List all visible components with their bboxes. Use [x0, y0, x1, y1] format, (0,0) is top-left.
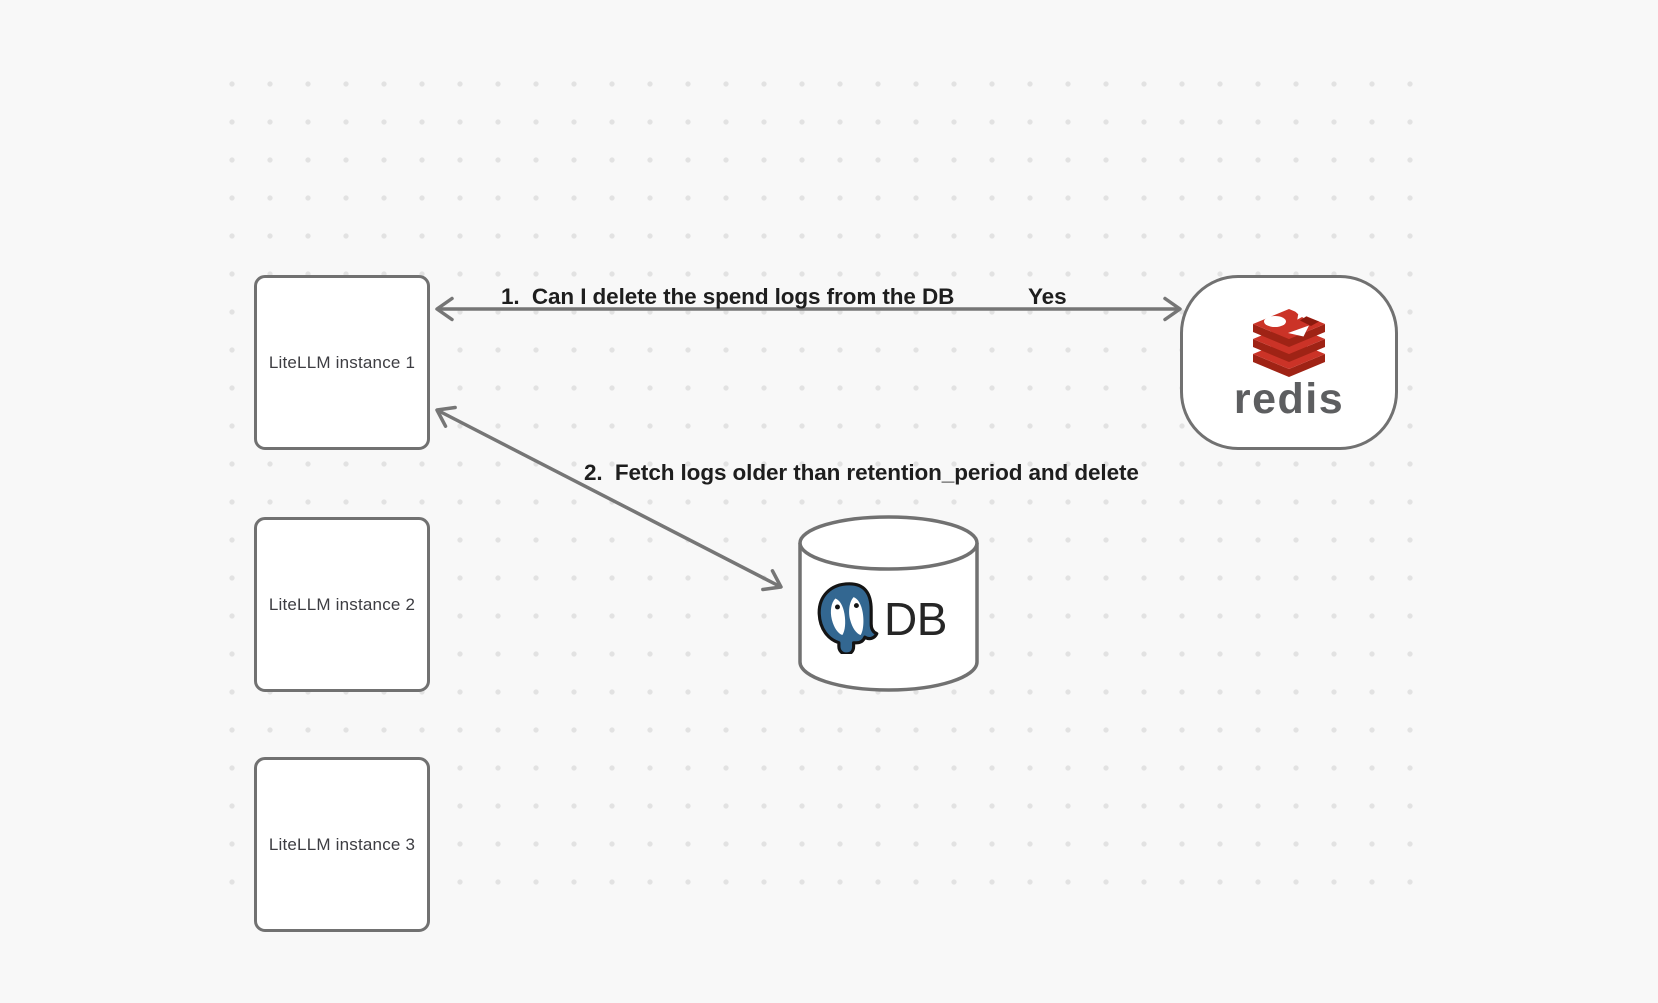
redis-wordmark: redis	[1233, 374, 1345, 423]
db-label: DB	[884, 593, 947, 645]
node-litellm-instance-2[interactable]: LiteLLM instance 2	[254, 517, 430, 692]
node-database[interactable]: DB	[797, 514, 980, 692]
edge2-label[interactable]: 2. Fetch logs older than retention_perio…	[584, 460, 1139, 485]
arrow-instance1-db[interactable]	[435, 405, 783, 592]
edge1-response-label[interactable]: Yes	[1028, 284, 1067, 309]
node-litellm-instance-1[interactable]: LiteLLM instance 1	[254, 275, 430, 450]
node-label: LiteLLM instance 3	[268, 834, 416, 854]
edge1-label[interactable]: 1. Can I delete the spend logs from the …	[501, 284, 955, 309]
node-redis[interactable]: redis	[1180, 275, 1398, 450]
node-label: LiteLLM instance 1	[268, 352, 416, 372]
postgres-elephant-icon	[817, 582, 879, 654]
node-label: LiteLLM instance 2	[268, 594, 416, 614]
redis-logo-icon	[1253, 304, 1325, 377]
node-litellm-instance-3[interactable]: LiteLLM instance 3	[254, 757, 430, 932]
